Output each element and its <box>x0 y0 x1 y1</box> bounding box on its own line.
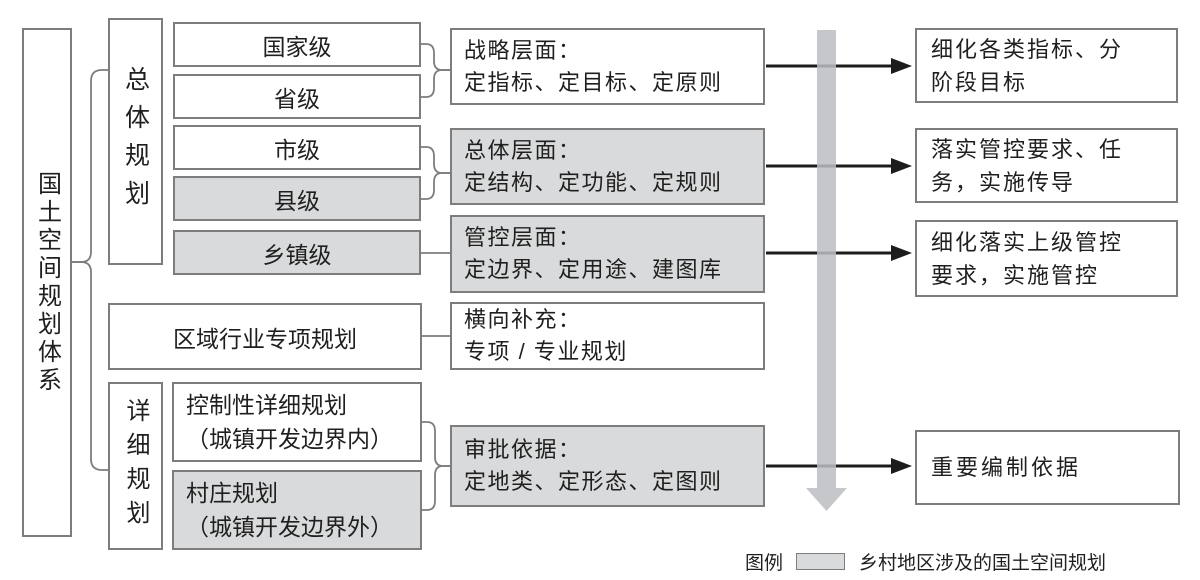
node-label: 重要编制依据 <box>931 455 1082 480</box>
legend: 图例 乡村地区涉及的国土空间规划 <box>745 548 1106 575</box>
node-label: 总体层面： 定结构、定功能、定规则 <box>464 137 723 195</box>
node-label: 横向补充： 专项 / 专业规划 <box>464 307 628 364</box>
legend-item-label: 乡村地区涉及的国土空间规划 <box>859 553 1107 574</box>
node-outcome-refine-upper-control: 细化落实上级管控 要求，实施管控 <box>915 220 1178 297</box>
node-label: 国土空间规划体系 <box>33 170 61 395</box>
node-layer-horizontal-supplement: 横向补充： 专项 / 专业规划 <box>450 302 765 370</box>
node-label: 村庄规划 （城镇开发边界外） <box>186 480 393 540</box>
node-level-county: 县级 <box>173 176 421 221</box>
node-outcome-implement-control: 落实管控要求、任 务，实施传导 <box>915 128 1178 203</box>
node-group-regional-sector-planning: 区域行业专项规划 <box>108 303 422 370</box>
node-label: 总体规划 <box>121 65 150 218</box>
node-label: 详细规划 <box>122 398 149 534</box>
node-label: 县级 <box>274 187 320 214</box>
node-label: 审批依据： 定地类、定形态、定图则 <box>464 437 723 494</box>
flow-arrow-approval <box>766 458 912 474</box>
flow-arrows <box>766 58 912 474</box>
node-label: 市级 <box>274 136 320 163</box>
flow-arrow-overall <box>766 158 912 174</box>
node-label: 落实管控要求、任 务，实施传导 <box>931 136 1124 195</box>
node-group-overall-planning: 总体规划 <box>108 18 163 265</box>
legend-swatch-icon <box>796 553 846 570</box>
node-label: 管控层面： 定边界、定用途、建图库 <box>464 225 723 282</box>
node-label: 省级 <box>274 85 320 112</box>
legend-title: 图例 <box>745 553 784 574</box>
node-label: 细化落实上级管控 要求，实施管控 <box>931 229 1124 288</box>
flow-arrow-strategic <box>766 58 912 74</box>
flow-arrow-control <box>766 245 912 261</box>
node-level-city: 市级 <box>173 125 421 170</box>
down-arrow-icon <box>806 30 847 511</box>
bracket-detailed-plans <box>422 421 450 511</box>
node-label: 国家级 <box>262 33 332 60</box>
node-label: 战略层面： 定指标、定目标、定原则 <box>464 37 723 95</box>
node-label: 区域行业专项规划 <box>173 325 357 352</box>
node-layer-approval-basis: 审批依据： 定地类、定形态、定图则 <box>450 425 765 507</box>
node-outcome-key-compilation-basis: 重要编制依据 <box>915 430 1180 505</box>
bracket-city-county <box>421 146 450 200</box>
node-layer-overall: 总体层面： 定结构、定功能、定规则 <box>450 128 765 205</box>
node-group-detailed-planning: 详细规划 <box>108 382 163 550</box>
node-layer-control: 管控层面： 定边界、定用途、建图库 <box>450 215 765 293</box>
node-label: 乡镇级 <box>262 241 332 268</box>
node-level-township: 乡镇级 <box>173 230 421 275</box>
node-level-national: 国家级 <box>173 22 421 67</box>
node-regulatory-detailed-plan: 控制性详细规划 （城镇开发边界内） <box>172 382 422 462</box>
node-outcome-refine-indicators: 细化各类指标、分 阶段目标 <box>915 28 1178 103</box>
node-label: 控制性详细规划 （城镇开发边界内） <box>186 392 393 452</box>
brace-root-to-groups <box>72 69 108 471</box>
node-level-province: 省级 <box>173 74 421 119</box>
node-layer-strategic: 战略层面： 定指标、定目标、定原则 <box>450 28 765 105</box>
node-label: 细化各类指标、分 阶段目标 <box>931 36 1124 95</box>
bracket-national-province <box>421 43 450 98</box>
node-root-spatial-planning-system: 国土空间规划体系 <box>22 28 72 537</box>
node-village-plan: 村庄规划 （城镇开发边界外） <box>172 470 422 550</box>
